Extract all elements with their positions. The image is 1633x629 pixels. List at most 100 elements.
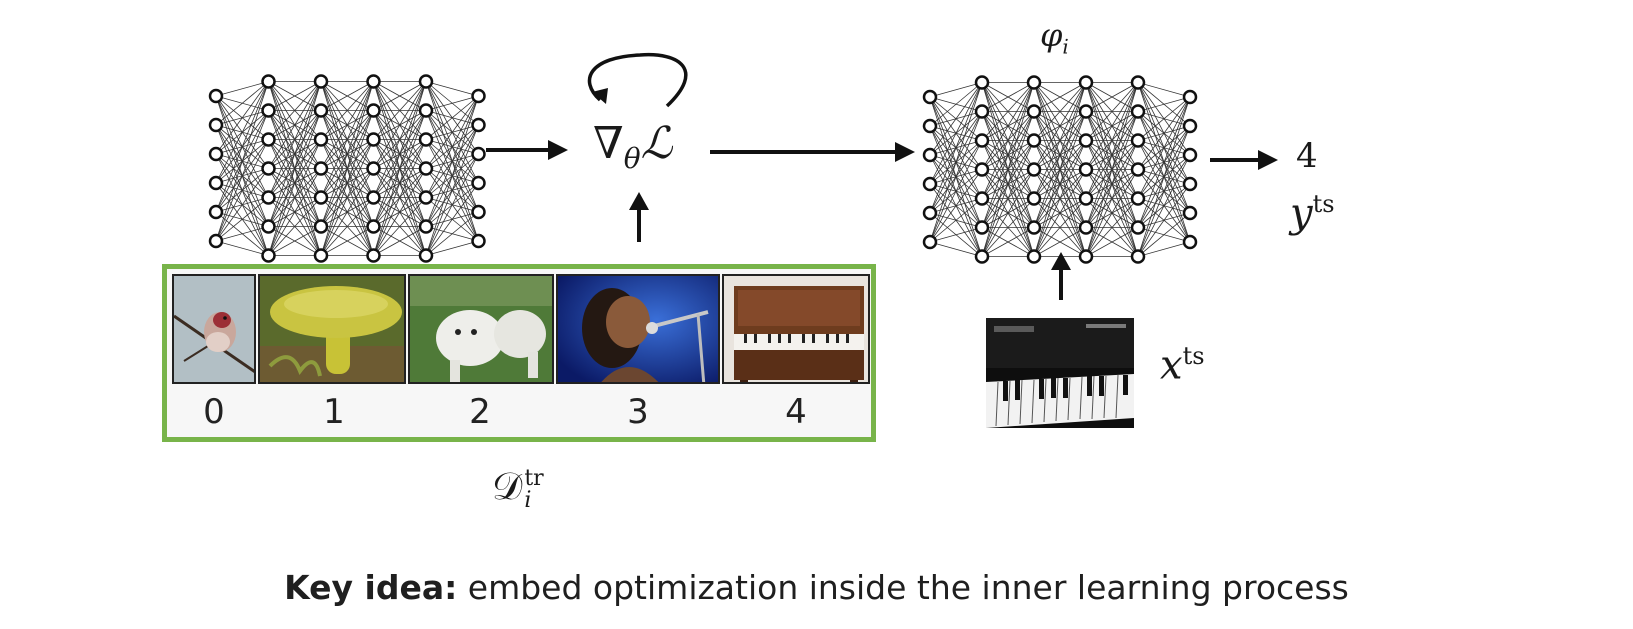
right-net-edge xyxy=(981,82,1035,170)
right-net-edge xyxy=(1137,96,1191,228)
support-label-4: 4 xyxy=(785,392,807,432)
left-net-edge xyxy=(425,95,479,227)
right-net-edge xyxy=(1085,82,1139,228)
d-subscript: i xyxy=(524,487,532,513)
right-net-edge xyxy=(1137,96,1191,170)
right-net-node xyxy=(974,162,990,177)
left-net-edge xyxy=(215,81,269,126)
phi-symbol: φ xyxy=(1040,16,1063,54)
bird-photo xyxy=(172,274,256,384)
right-net-edge xyxy=(981,111,1035,257)
left-net-node xyxy=(208,88,224,104)
piano-photo-graphic xyxy=(724,276,868,382)
arrowhead-net-to-gradient xyxy=(548,140,568,160)
right-net-node xyxy=(1130,104,1146,119)
right-net-node xyxy=(974,75,990,90)
left-net-edge xyxy=(320,81,374,111)
left-net-edge xyxy=(215,81,269,242)
left-net-node xyxy=(313,132,329,147)
mushroom-photo xyxy=(258,274,406,384)
right-net-node xyxy=(1182,118,1198,134)
left-net-edge xyxy=(373,197,427,256)
caption: Key idea: embed optimization inside the … xyxy=(0,568,1633,607)
left-net-edge xyxy=(320,81,374,256)
right-net-node xyxy=(1026,191,1042,206)
dog-photo xyxy=(408,274,554,384)
grand-piano-photo-graphic xyxy=(986,318,1134,428)
right-net-edge xyxy=(981,82,1035,257)
left-net-edge xyxy=(320,81,374,227)
right-net-edge xyxy=(929,241,983,257)
right-net-edge xyxy=(929,82,983,185)
y-test-label: yts xyxy=(1290,190,1335,236)
right-net-edge xyxy=(929,198,983,243)
left-net-edge xyxy=(215,81,269,213)
right-net-node xyxy=(1078,104,1094,119)
right-net-node xyxy=(1130,133,1146,148)
x-symbol: x xyxy=(1160,342,1183,389)
right-net-node xyxy=(1078,220,1094,235)
right-net-node xyxy=(1130,162,1146,177)
left-net-edge xyxy=(425,95,479,140)
mushroom-photo-graphic xyxy=(260,276,404,382)
left-net-edge xyxy=(268,81,322,256)
right-net-edge xyxy=(1085,227,1139,257)
right-net-edge xyxy=(1085,198,1139,257)
right-net-node xyxy=(1130,191,1146,206)
singer-photo xyxy=(556,274,720,384)
right-net-node xyxy=(1130,249,1146,264)
left-net-node xyxy=(313,161,329,176)
left-net-node xyxy=(313,219,329,234)
right-net-edge xyxy=(929,227,983,243)
left-net-edge xyxy=(373,81,427,169)
right-net-node xyxy=(922,205,938,221)
right-net-edge xyxy=(1033,82,1087,141)
left-net-node xyxy=(366,219,381,234)
right-net-edge xyxy=(981,82,1035,112)
right-net-edge xyxy=(1137,125,1191,257)
right-net-edge xyxy=(1137,183,1191,257)
left-net-edge xyxy=(425,182,479,256)
right-net-edge xyxy=(1085,82,1139,170)
right-net-node xyxy=(1130,75,1146,90)
left-net-node xyxy=(471,233,486,249)
left-net-edge xyxy=(373,81,427,111)
left-net-edge xyxy=(373,81,427,140)
left-net-node xyxy=(471,146,486,162)
left-net-edge xyxy=(268,197,322,256)
left-net-node xyxy=(418,248,434,263)
left-net-node xyxy=(261,132,276,147)
left-net-edge xyxy=(320,226,374,256)
right-net-node xyxy=(974,249,990,264)
right-net-node xyxy=(922,176,938,192)
arrowhead-gradient-to-net xyxy=(895,142,915,162)
left-net-edge xyxy=(215,197,269,242)
arrowhead-support-to-gradient xyxy=(629,192,649,210)
left-net-node xyxy=(418,132,434,147)
left-net-node xyxy=(208,233,224,249)
caption-key: Key idea: xyxy=(284,568,458,607)
right-net-edge xyxy=(1137,212,1191,257)
left-net-node xyxy=(261,248,276,263)
right-net-edge xyxy=(981,227,1035,257)
left-net-node xyxy=(418,103,434,118)
right-net-edge xyxy=(929,82,983,214)
left-net-node xyxy=(471,204,486,220)
left-net-node xyxy=(418,161,434,176)
left-net-node xyxy=(208,117,224,133)
right-net-node xyxy=(1078,162,1094,177)
right-net-edge xyxy=(1085,82,1139,112)
right-net-edge xyxy=(1033,82,1087,199)
right-net-edge xyxy=(929,82,983,156)
y-superscript: ts xyxy=(1312,190,1335,218)
left-net-edge xyxy=(268,226,322,256)
left-net-edge xyxy=(268,168,322,256)
neural-network-right xyxy=(922,75,1198,264)
left-net-edge xyxy=(215,110,269,242)
right-net-edge xyxy=(1085,82,1139,257)
left-net-node xyxy=(418,219,434,234)
right-net-edge xyxy=(1085,169,1139,257)
right-net-edge xyxy=(1137,96,1191,257)
loss-symbol: ℒ xyxy=(640,118,673,169)
